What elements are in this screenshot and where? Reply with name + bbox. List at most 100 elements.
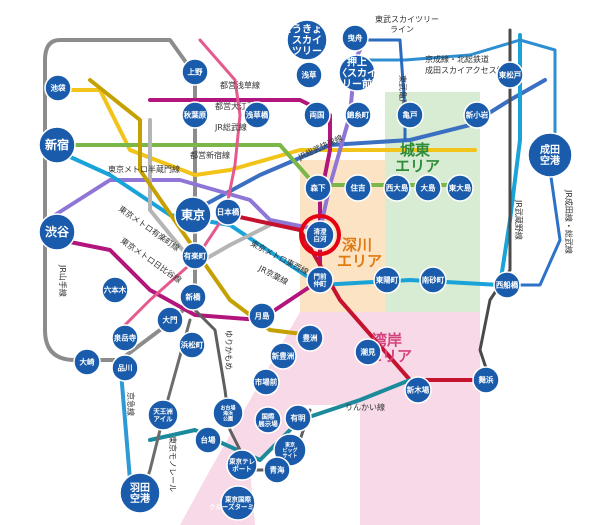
station-toyocho[interactable]: 東陽町	[373, 266, 401, 294]
station-monzen[interactable]: 門前仲町	[306, 266, 334, 294]
station-marker	[295, 61, 323, 89]
station-shibuya[interactable]: 渋谷	[38, 213, 76, 251]
station-name: 大島	[421, 183, 436, 193]
station-kinshicho[interactable]: 錦糸町	[344, 101, 372, 129]
station-higashiojima[interactable]: 東大島	[446, 174, 474, 202]
station-daiba[interactable]: 台場	[194, 426, 222, 454]
station-roppongi[interactable]: 六本木	[101, 276, 129, 304]
station-skytree[interactable]: とうきょうスカイツリー	[282, 19, 332, 61]
station-name: 亀戸	[403, 110, 418, 120]
station-marker	[296, 324, 324, 352]
station-asakusa[interactable]: 浅草	[295, 61, 323, 89]
station-yurakucho[interactable]: 有楽町	[181, 242, 209, 270]
station-hikifune[interactable]: 曳舟	[341, 24, 369, 52]
station-ueno[interactable]: 上野	[181, 58, 209, 86]
station-marker	[383, 174, 411, 202]
station-sumiyoshi[interactable]: 住吉	[344, 174, 372, 202]
station-name: 門前仲町	[314, 272, 328, 288]
station-cruise[interactable]: 東京国際クルーズターミナル	[209, 485, 267, 521]
station-nishifunabashi[interactable]: 西船橋	[493, 271, 521, 299]
station-kameido[interactable]: 亀戸	[396, 101, 424, 129]
station-shintoyosu[interactable]: 新豊洲	[269, 342, 297, 370]
label-oedo: 都営大江戸線	[215, 101, 263, 111]
station-aomi[interactable]: 青海	[263, 456, 291, 484]
station-ryogoku[interactable]: 両国	[303, 101, 331, 129]
station-marker	[179, 283, 207, 311]
station-osaki[interactable]: 大崎	[73, 348, 101, 376]
station-name: 東京国際クルーズターミナル	[209, 495, 267, 511]
station-name: 豊洲	[303, 333, 318, 343]
station-name: 西船橋	[496, 280, 519, 290]
station-name: 泉岳寺	[114, 333, 137, 343]
station-marker	[341, 24, 369, 52]
label-toei-asakusa: 都営浅草線	[220, 80, 260, 90]
station-name: 有明	[291, 413, 306, 423]
station-name: 大崎	[80, 357, 95, 367]
station-marker	[174, 196, 212, 234]
station-oshiage[interactable]: 押上〈スカイツリー前〉	[332, 54, 382, 92]
station-name: 新豊洲	[272, 351, 295, 361]
station-asakusabashi[interactable]: 浅草橋	[243, 101, 271, 129]
station-name: 台場	[201, 435, 216, 445]
station-akihabara[interactable]: 秋葉原	[181, 101, 209, 129]
station-narita[interactable]: 成田空港	[527, 132, 573, 178]
station-shiomi[interactable]: 潮見	[354, 338, 382, 366]
station-ariake[interactable]: 有明	[284, 404, 312, 432]
station-tsukishima[interactable]: 月島	[248, 302, 276, 330]
station-kiyosumi[interactable]: 清澄白河	[305, 220, 335, 250]
station-tokyo[interactable]: 東京	[174, 196, 212, 234]
area-east-line2: エリア	[395, 157, 440, 175]
station-hamamatsucho[interactable]: 浜松町	[178, 331, 206, 359]
station-name: 東陽町	[376, 275, 399, 285]
station-name: 浜松町	[181, 340, 204, 350]
station-name: 東京テレポート	[229, 457, 256, 473]
label-toei-shinjuku: 都営新宿線	[190, 150, 230, 160]
station-daimon[interactable]: 大門	[156, 306, 184, 334]
station-shinbashi[interactable]: 新橋	[179, 283, 207, 311]
station-haneda[interactable]: 羽田空港	[119, 472, 161, 514]
station-marker	[111, 354, 139, 382]
station-marker	[493, 271, 521, 299]
station-name: 青海	[270, 465, 285, 475]
station-maihama[interactable]: 舞浜	[472, 366, 500, 394]
station-higashimatsudo[interactable]: 東松戸	[496, 61, 524, 89]
label-keisei: 京成線・北総鉄道	[425, 54, 489, 64]
station-tennozu[interactable]: 天王洲アイル	[147, 399, 179, 431]
station-marker	[181, 242, 209, 270]
station-ichibamae[interactable]: 市場前	[252, 368, 280, 396]
station-marker	[404, 376, 432, 404]
station-ojima[interactable]: 大島	[414, 174, 442, 202]
station-keishoji[interactable]: 泉岳寺	[111, 324, 139, 352]
station-shinjuku[interactable]: 新宿	[38, 126, 76, 164]
line-jr-musashino	[478, 28, 512, 382]
station-name: 南砂町	[422, 275, 445, 285]
station-ikebukuro[interactable]: 池袋	[44, 74, 72, 102]
label-jr-keiyo: JR京葉線	[256, 262, 290, 286]
label-jr-sobu: JR総武線	[214, 122, 247, 132]
station-name: 清澄白河	[314, 227, 328, 243]
station-shinkiba[interactable]: 新木場	[404, 376, 432, 404]
station-toyosu[interactable]: 豊洲	[296, 324, 324, 352]
station-morishita[interactable]: 森下	[304, 174, 332, 202]
station-nishiojima[interactable]: 西大島	[383, 174, 411, 202]
station-name: 池袋	[51, 83, 66, 93]
station-shinkoiwa[interactable]: 新小岩	[463, 101, 491, 129]
station-marker	[527, 132, 573, 178]
station-name: 新小岩	[466, 110, 489, 120]
station-name: 錦糸町	[346, 110, 370, 120]
label-yurikamome: ゆりかもめ	[224, 330, 233, 370]
area-fukagawa-line2: エリア	[337, 252, 382, 270]
station-name: とうきょうスカイツリー	[282, 24, 332, 58]
station-marker	[248, 302, 276, 330]
station-minamisunamachi[interactable]: 南砂町	[419, 266, 447, 294]
area-east-line1: 城東	[400, 141, 430, 159]
station-marker	[269, 342, 297, 370]
station-shinagawa[interactable]: 品川	[111, 354, 139, 382]
station-odaiba[interactable]: お台場海浜公園	[212, 397, 244, 429]
station-teleport[interactable]: 東京テレポート	[226, 449, 258, 481]
station-kokusai[interactable]: 国際展示場	[254, 406, 282, 434]
line-rinkai	[148, 378, 412, 462]
station-nihonbashi[interactable]: 日本橋	[214, 198, 242, 226]
station-marker	[254, 406, 282, 434]
